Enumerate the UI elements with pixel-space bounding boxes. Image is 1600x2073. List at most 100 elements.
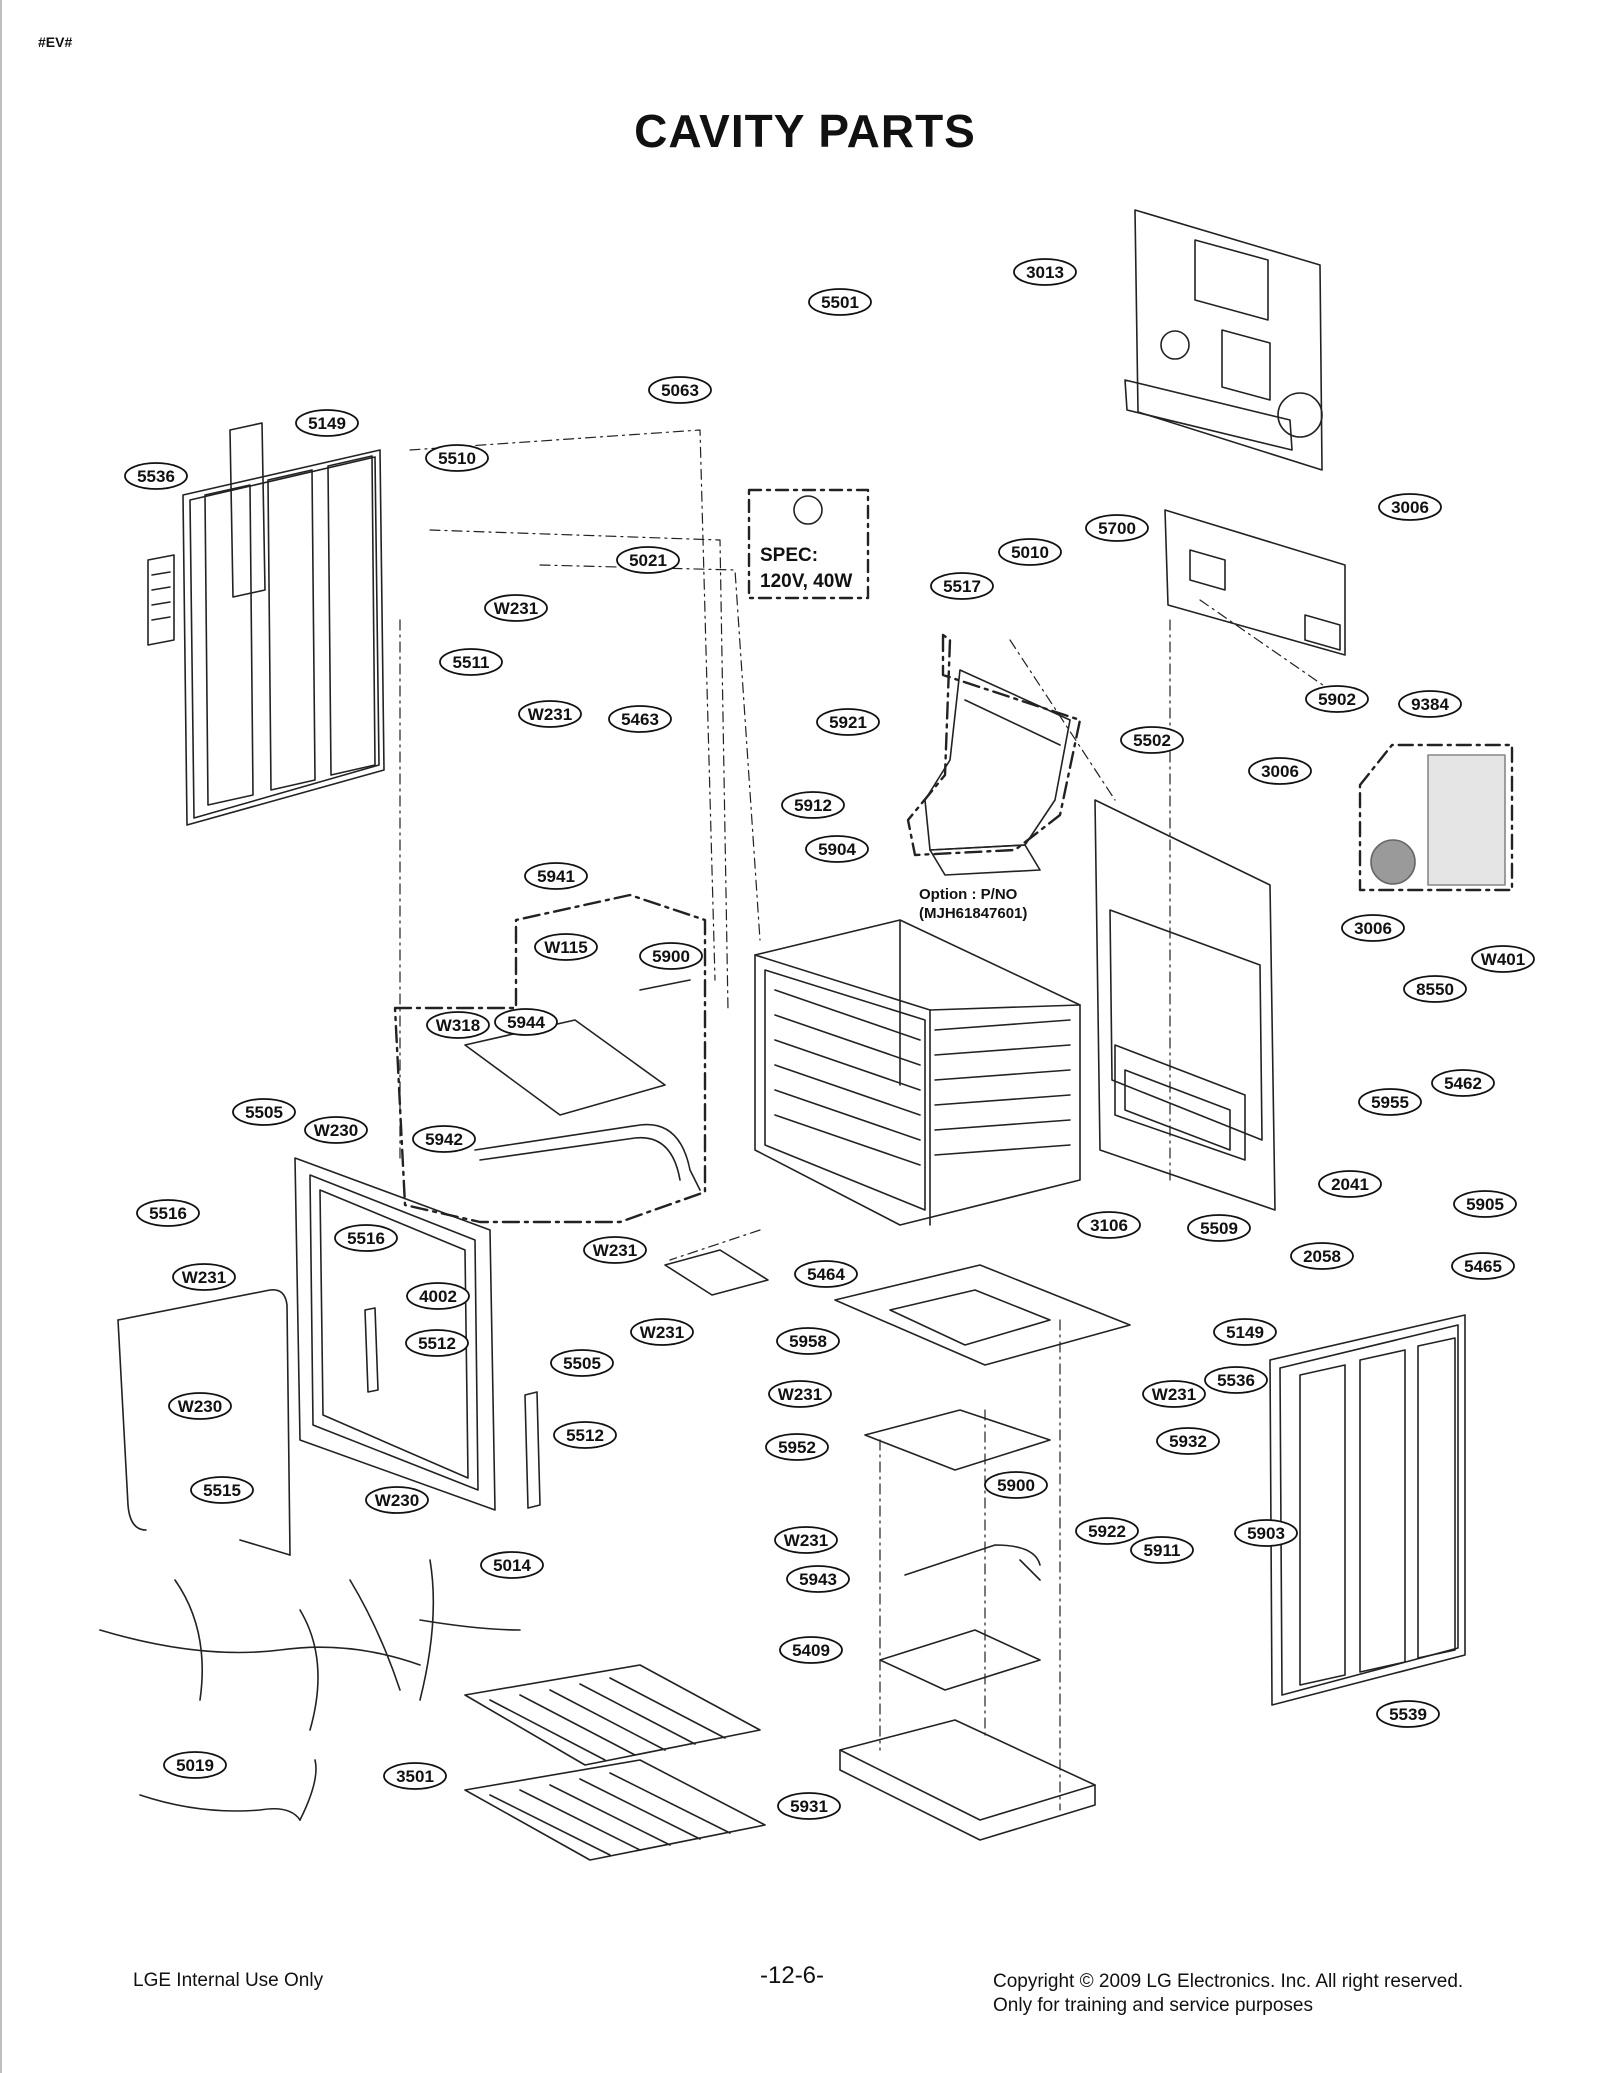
callout-oval [765,1433,829,1461]
page-border [0,0,2,2073]
callout-number: 5900 [997,1476,1035,1495]
callout-5505: 5505 [550,1349,614,1377]
callout-5063: 5063 [648,376,712,404]
broil-heater [464,979,701,1191]
callout-oval [534,933,598,961]
callout-number: 5149 [308,414,346,433]
callout-w230: W230 [168,1392,232,1420]
callout-oval [781,791,845,819]
callout-number: 5536 [1217,1371,1255,1390]
callout-number: 3006 [1261,762,1299,781]
callout-number: 5931 [790,1797,828,1816]
callout-oval [630,1318,694,1346]
callout-3006: 3006 [1248,757,1312,785]
callout-number: 5922 [1088,1522,1126,1541]
callout-number: 5409 [792,1641,830,1660]
callout-oval [232,1098,296,1126]
callout-oval [484,594,548,622]
callout-w231: W231 [484,594,548,622]
callout-5019: 5019 [163,1751,227,1779]
callout-w318: W318 [426,1011,490,1039]
right-side-panel [1269,1314,1466,1706]
wire-harness [99,1559,521,1731]
heater-group-box [393,893,707,1224]
callout-5932: 5932 [1156,1427,1220,1455]
callout-5922: 5922 [1075,1517,1139,1545]
callout-oval [1085,514,1149,542]
callout-number: W230 [375,1491,419,1510]
duct-group-box [906,633,1082,857]
callout-5911: 5911 [1130,1536,1194,1564]
callout-number: W115 [544,938,587,957]
callout-number: 2041 [1331,1175,1369,1194]
callout-5931: 5931 [777,1792,841,1820]
callout-8550: 8550 [1403,975,1467,1003]
callout-oval [1431,1069,1495,1097]
callout-number: 5010 [1011,543,1049,562]
callout-5952: 5952 [765,1433,829,1461]
callout-number: W231 [528,705,572,724]
callout-oval [383,1762,447,1790]
callout-5921: 5921 [816,708,880,736]
callout-5149: 5149 [1213,1318,1277,1346]
assembly-guides [399,429,1331,1811]
callout-5539: 5539 [1376,1700,1440,1728]
callout-oval [984,1471,1048,1499]
callout-number: 5515 [203,1481,241,1500]
callout-oval [172,1263,236,1291]
oven-rack-upper [464,1664,761,1766]
callout-oval [1378,493,1442,521]
callout-oval [1403,975,1467,1003]
callout-number: W231 [1152,1385,1196,1404]
callout-oval [405,1329,469,1357]
callout-oval [136,1199,200,1227]
callout-number: 5902 [1318,690,1356,709]
callout-5516: 5516 [136,1199,200,1227]
callout-5902: 5902 [1305,685,1369,713]
callout-number: 5952 [778,1438,816,1457]
callout-number: W231 [182,1268,226,1287]
callout-number: 5512 [418,1334,456,1353]
callout-oval [1075,1517,1139,1545]
bake-heater-shield [864,1409,1051,1471]
copyright-line-2: Only for training and service purposes [993,1995,1313,2016]
callout-number: 5512 [566,1426,604,1445]
left-side-panel [182,422,385,826]
callout-number: 5505 [563,1354,601,1373]
callout-number: 5021 [629,551,667,570]
callout-oval [524,862,588,890]
option-note-line-1: Option : P/NO [919,886,1018,903]
callout-number: 5516 [347,1229,385,1248]
callout-number: 5019 [176,1756,214,1775]
callout-number: 5501 [821,293,859,312]
callout-oval [1213,1318,1277,1346]
callout-number: 5536 [137,467,175,486]
callout-oval [808,288,872,316]
callout-number: 5900 [652,947,690,966]
callout-5903: 5903 [1234,1519,1298,1547]
callout-oval [616,546,680,574]
callout-number: W318 [436,1016,480,1035]
callout-number: 9384 [1411,695,1449,714]
callout-number: 5511 [453,653,490,672]
callout-number: 8550 [1416,980,1454,999]
callout-number: 3006 [1354,919,1392,938]
callout-number: 5911 [1144,1541,1181,1560]
bake-heater [904,1544,1041,1581]
callout-5409: 5409 [779,1636,843,1664]
callout-5516: 5516 [334,1224,398,1252]
callout-5958: 5958 [776,1327,840,1355]
bottom-cover-plate [834,1264,1131,1366]
callout-oval [1341,914,1405,942]
callout-oval [1204,1366,1268,1394]
callout-5014: 5014 [480,1551,544,1579]
rear-panel [1124,209,1323,471]
vent-plate [664,1249,769,1296]
callout-5904: 5904 [805,835,869,863]
callout-oval [425,444,489,472]
callout-4002: 4002 [406,1282,470,1310]
door-front-frame [294,1157,496,1511]
callout-oval [1234,1519,1298,1547]
callout-oval [930,572,994,600]
callout-oval [794,1260,858,1288]
